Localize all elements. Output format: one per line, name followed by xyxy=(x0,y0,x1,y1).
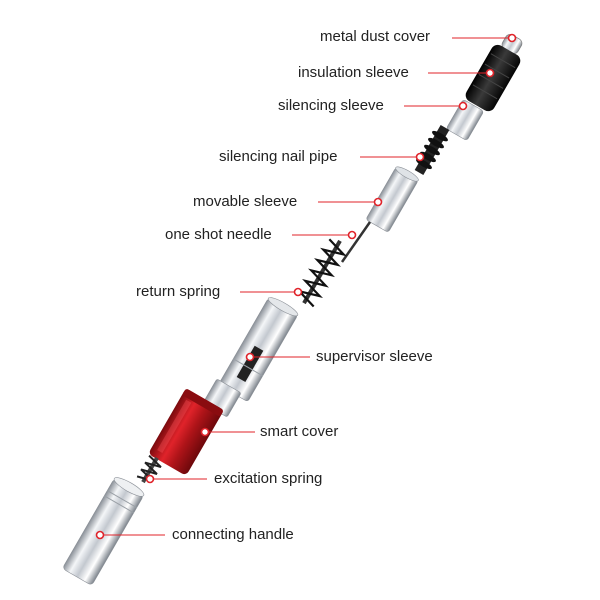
label-excitation-spring: excitation spring xyxy=(214,470,323,487)
label-silencing-sleeve: silencing sleeve xyxy=(278,97,384,114)
label-supervisor-sleeve: supervisor sleeve xyxy=(316,348,433,365)
marker-dots xyxy=(95,33,517,540)
marker-connecting-handle xyxy=(95,530,105,540)
label-one-shot-needle: one shot needle xyxy=(165,226,272,243)
marker-return-spring xyxy=(293,287,303,297)
marker-movable-sleeve xyxy=(373,197,383,207)
marker-insulation-sleeve xyxy=(485,68,495,78)
insulation-sleeve-part xyxy=(465,44,521,112)
return-spring-part xyxy=(296,238,347,308)
label-return-spring: return spring xyxy=(136,283,221,300)
label-connecting-handle: connecting handle xyxy=(172,526,294,543)
marker-one-shot-needle xyxy=(347,230,357,240)
label-silencing-nail-pipe: silencing nail pipe xyxy=(219,148,338,165)
smart-cover-part xyxy=(149,389,223,475)
label-smart-cover: smart cover xyxy=(260,423,339,440)
leader-lines xyxy=(100,37,512,536)
label-insulation-sleeve: insulation sleeve xyxy=(298,64,409,81)
silencing-nail-pipe-part xyxy=(414,124,450,176)
label-movable-sleeve: movable sleeve xyxy=(193,193,298,210)
one-shot-needle-part xyxy=(340,221,372,263)
marker-supervisor-sleeve xyxy=(245,352,255,362)
marker-silencing-sleeve xyxy=(458,101,468,111)
marker-excitation-spring xyxy=(145,474,155,484)
silencing-sleeve-part xyxy=(446,100,484,140)
marker-silencing-nail-pipe xyxy=(415,152,425,162)
marker-metal-dust-cover xyxy=(507,33,517,43)
label-metal-dust-cover: metal dust cover xyxy=(320,28,431,45)
marker-smart-cover xyxy=(200,427,210,437)
connecting-handle-part xyxy=(63,477,145,585)
movable-sleeve-part xyxy=(366,166,419,232)
